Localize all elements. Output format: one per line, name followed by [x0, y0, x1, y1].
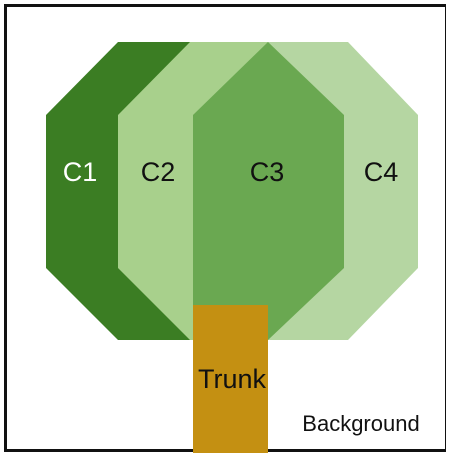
region-c2-label: C2 [141, 157, 176, 187]
trunk-shape [193, 305, 268, 453]
region-c3-shape [193, 42, 344, 340]
region-c1-label: C1 [63, 157, 98, 187]
background-label: Background [302, 411, 419, 436]
region-c4-label: C4 [364, 157, 399, 187]
trunk-label: Trunk [198, 364, 267, 394]
region-c3-label: C3 [250, 157, 285, 187]
